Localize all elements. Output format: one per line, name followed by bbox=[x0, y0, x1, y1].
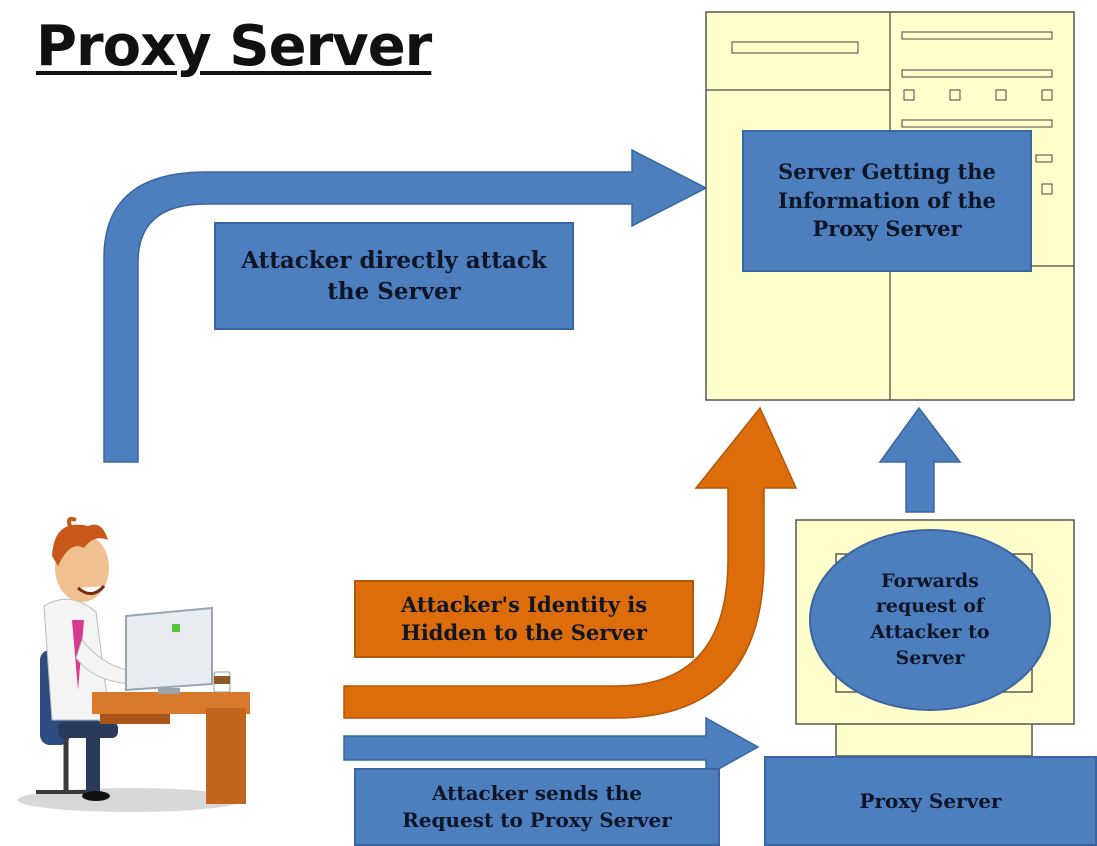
proxy-to-server-arrow bbox=[878, 406, 962, 513]
proxy-server-label: Proxy Server bbox=[764, 756, 1097, 846]
server-info-label: Server Getting the Information of the Pr… bbox=[742, 130, 1032, 272]
direct-attack-arrow bbox=[103, 148, 708, 463]
forwards-ellipse bbox=[809, 529, 1051, 711]
attacker-illustration bbox=[18, 516, 250, 812]
sends-request-label: Attacker sends the Request to Proxy Serv… bbox=[354, 768, 720, 846]
identity-hidden-label: Attacker's Identity is Hidden to the Ser… bbox=[354, 580, 694, 658]
page-title: Proxy Server bbox=[36, 14, 432, 79]
direct-attack-label: Attacker directly attack the Server bbox=[214, 222, 574, 330]
hidden-identity-arrow bbox=[343, 406, 798, 719]
to-proxy-arrow bbox=[343, 716, 760, 778]
forwards-label: Forwards request of Attacker to Server bbox=[870, 569, 990, 669]
